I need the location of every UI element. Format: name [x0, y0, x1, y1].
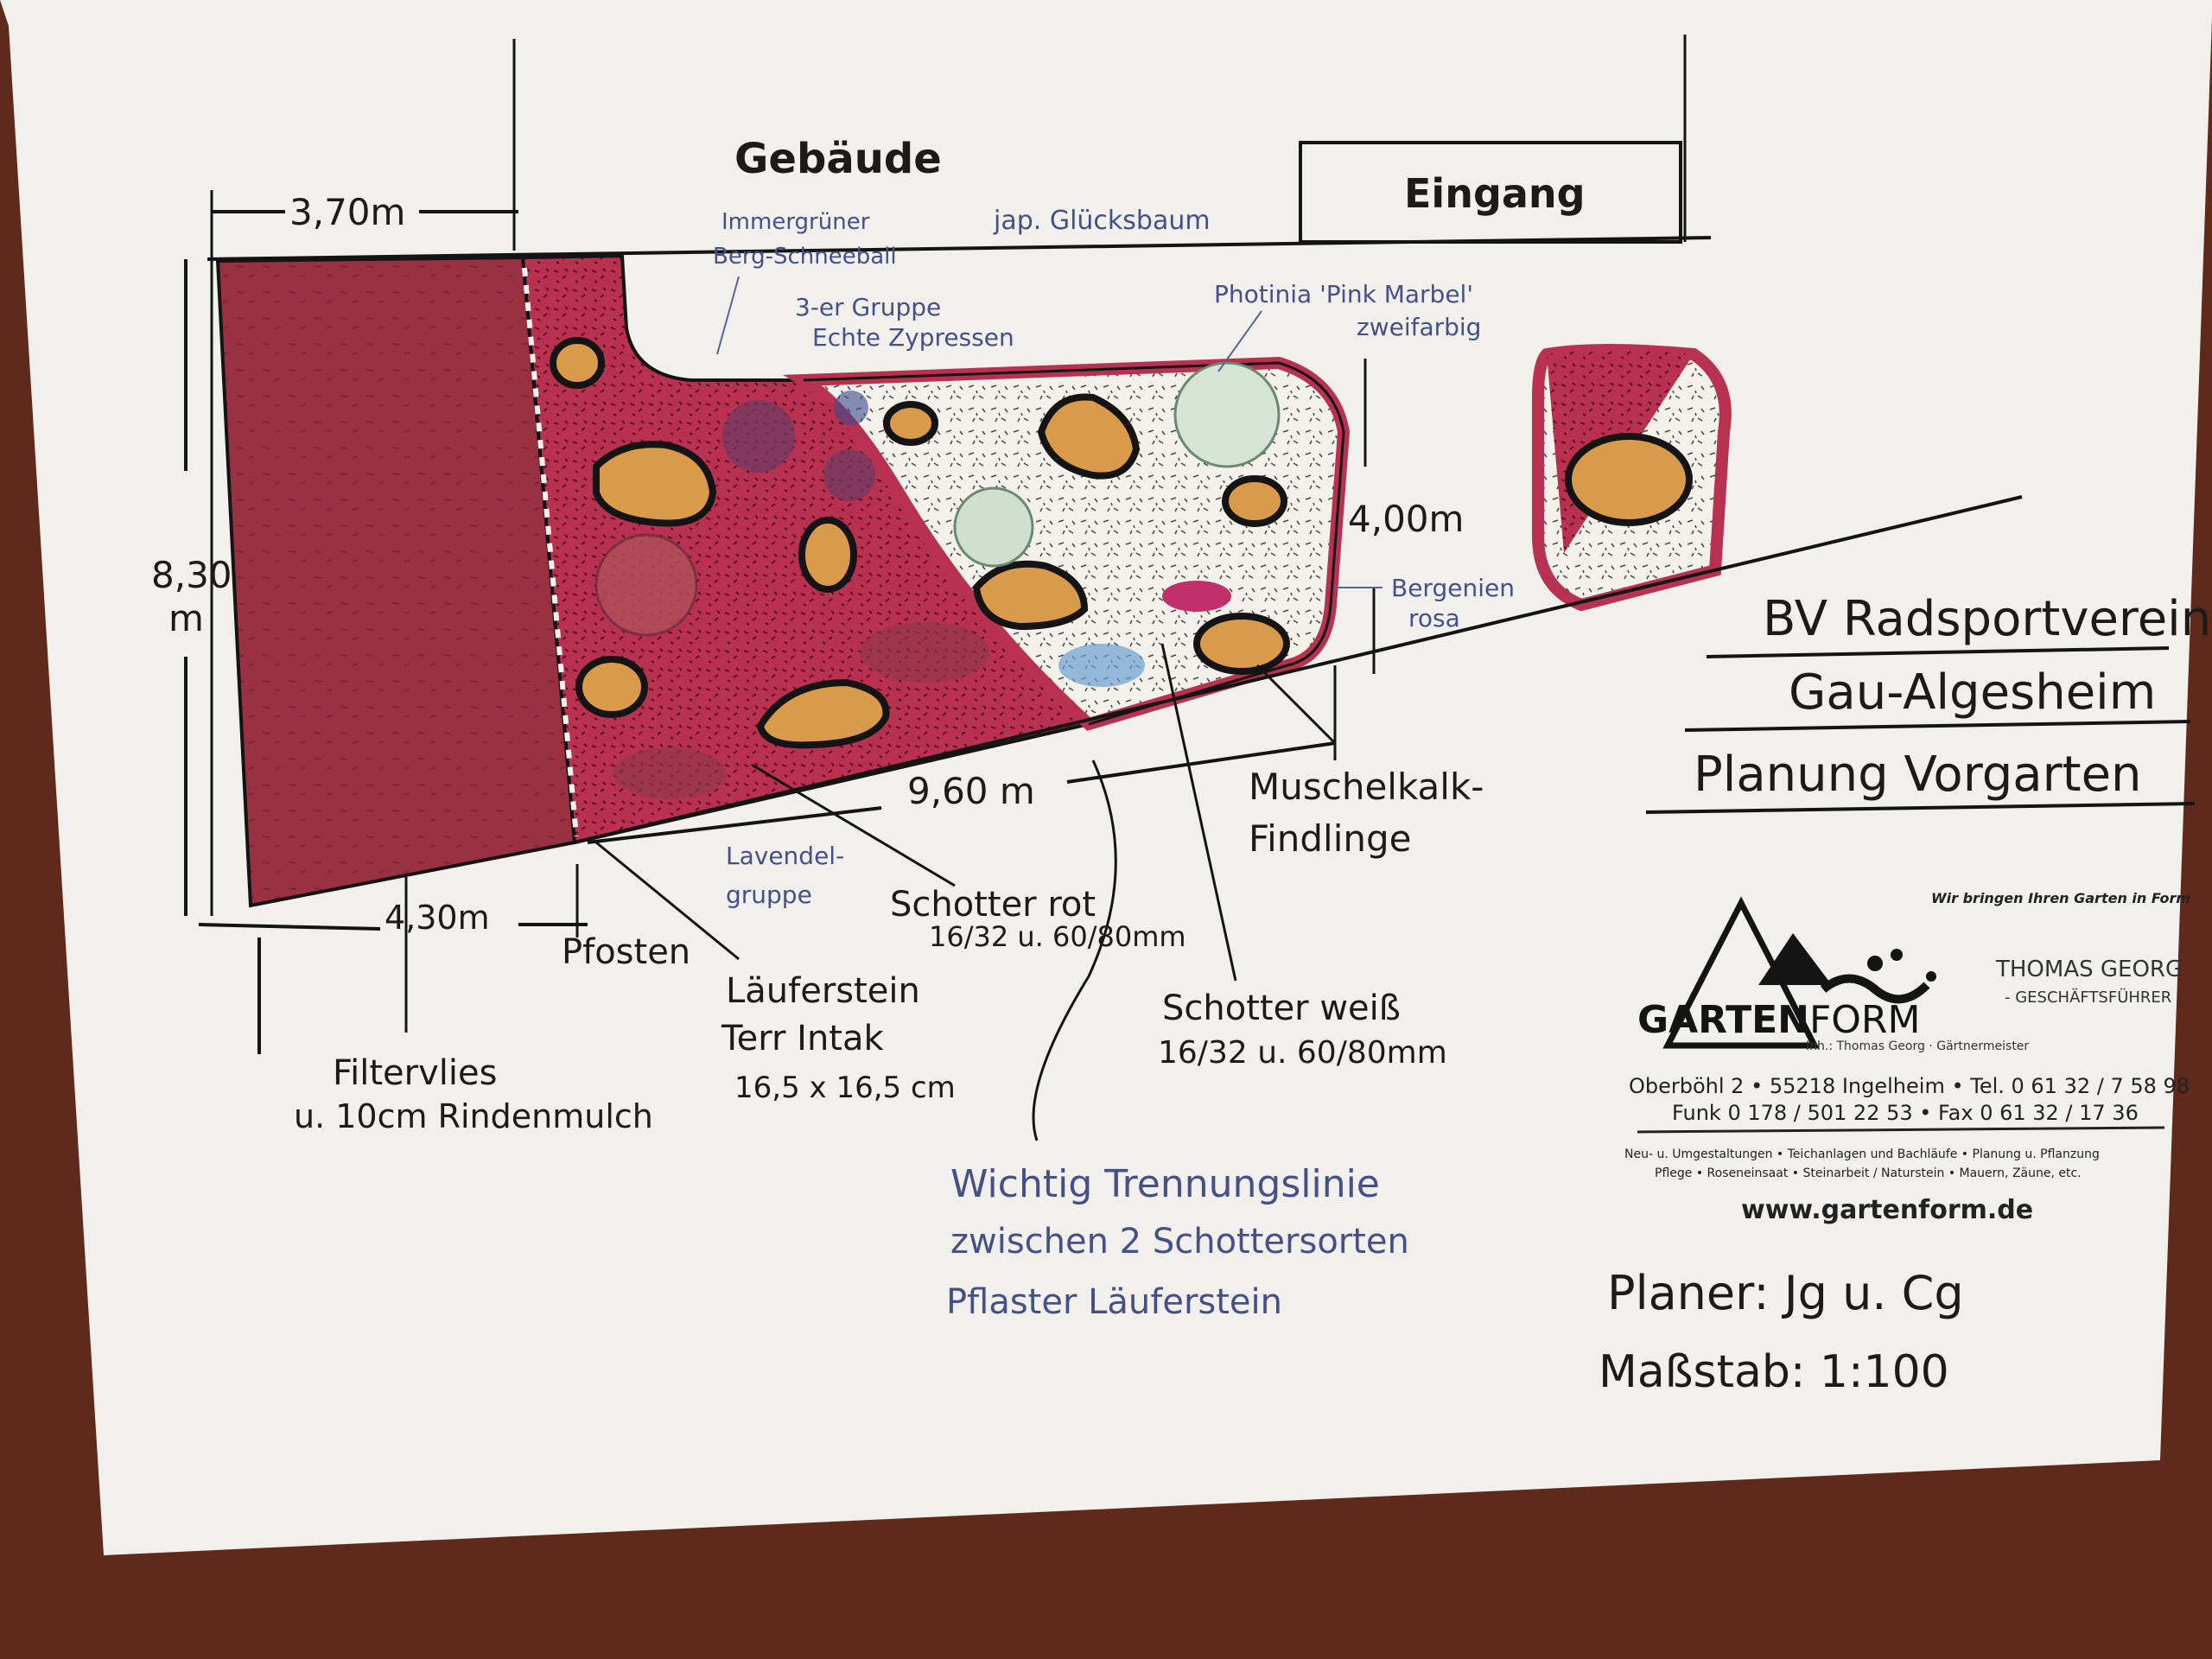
- stepping-stone-label-1: Läuferstein: [726, 971, 920, 1011]
- lavender-note-2: gruppe: [726, 880, 812, 909]
- building-label: Gebäude: [734, 135, 942, 183]
- boulders: [550, 337, 1290, 749]
- title-line-3: Planung Vorgarten: [1694, 747, 2142, 803]
- entrance-label: Eingang: [1404, 170, 1586, 217]
- dim-right-depth: 4,00m: [1348, 498, 1464, 540]
- tree-note-1: Immergrüner: [721, 209, 870, 235]
- red-gravel-label-2: 16/32 u. 60/80mm: [929, 920, 1186, 953]
- plants: [594, 361, 1281, 799]
- dim-left-height: 8,30: [151, 554, 232, 596]
- company-services-1: Neu- u. Umgestaltungen • Teichanlagen un…: [1624, 1147, 2100, 1161]
- entrance-box: [1299, 141, 1682, 244]
- filter-label-2: u. 10cm Rindenmulch: [294, 1097, 653, 1135]
- lavender-note-1: Lavendel-: [726, 842, 844, 870]
- tree-note-3: jap. Glücksbaum: [993, 206, 1211, 236]
- photinia-note-2: zweifarbig: [1357, 313, 1481, 341]
- filter-label-1: Filtervlies: [333, 1053, 497, 1093]
- important-note-3: Pflaster Läuferstein: [946, 1282, 1282, 1322]
- stepping-stone-label-2: Terr Intak: [721, 1019, 884, 1058]
- cypress-note-1: 3-er Gruppe: [795, 293, 941, 321]
- company-logo: [1662, 896, 1936, 1049]
- photinia-note-1: Photinia 'Pink Marbel': [1214, 280, 1473, 308]
- post-label: Pfosten: [562, 932, 690, 972]
- company-slogan: Wir bringen Ihren Garten in Form: [1931, 890, 2190, 906]
- dim-bottom-width: 4,30m: [385, 899, 490, 937]
- company-address: Oberböhl 2 • 55218 Ingelheim • Tel. 0 61…: [1629, 1074, 2190, 1098]
- important-note-1: Wichtig Trennungslinie: [950, 1162, 1380, 1206]
- dim-left-height-unit: m: [168, 597, 204, 639]
- company-owner: Inh.: Thomas Georg · Gärtnermeister: [1806, 1039, 2029, 1053]
- company-person: THOMAS GEORG: [1995, 957, 2183, 982]
- white-gravel-label-1: Schotter weiß: [1162, 988, 1401, 1028]
- stepping-stone-label-3: 16,5 x 16,5 cm: [734, 1071, 956, 1105]
- shell-limestone-label-1: Muschelkalk-: [1249, 766, 1484, 808]
- bergenia-note-2: rosa: [1408, 604, 1460, 632]
- scale-label: Maßstab: 1:100: [1599, 1346, 1949, 1398]
- title-line-2: Gau-Algesheim: [1789, 664, 2156, 721]
- white-gravel-label-2: 16/32 u. 60/80mm: [1158, 1035, 1447, 1071]
- shell-limestone-label-2: Findlinge: [1249, 817, 1412, 860]
- planner-label: Planer: Jg u. Cg: [1607, 1266, 1964, 1320]
- important-note-2: zwischen 2 Schottersorten: [950, 1222, 1409, 1262]
- bergenia-note-1: Bergenien: [1391, 574, 1515, 602]
- company-services-2: Pflege • Roseneinsaat • Steinarbeit / Na…: [1655, 1166, 2082, 1180]
- tree-note-2: Berg-Schneeball: [713, 244, 897, 270]
- cypress-note-2: Echte Zypressen: [812, 323, 1014, 352]
- dim-bottom-length: 9,60 m: [907, 770, 1035, 812]
- red-gravel-label-1: Schotter rot: [890, 885, 1096, 925]
- company-role: - GESCHÄFTSFÜHRER -: [2005, 988, 2183, 1007]
- dim-top-width: 3,70m: [289, 191, 405, 233]
- mulch-area: [215, 255, 577, 908]
- company-phone: Funk 0 178 / 501 22 53 • Fax 0 61 32 / 1…: [1672, 1101, 2139, 1125]
- title-line-1: BV Radsportverein: [1763, 591, 2211, 647]
- boulder: [1565, 433, 1693, 526]
- company-website: www.gartenform.de: [1741, 1195, 2033, 1225]
- company-name: GARTENFORM: [1637, 998, 1920, 1042]
